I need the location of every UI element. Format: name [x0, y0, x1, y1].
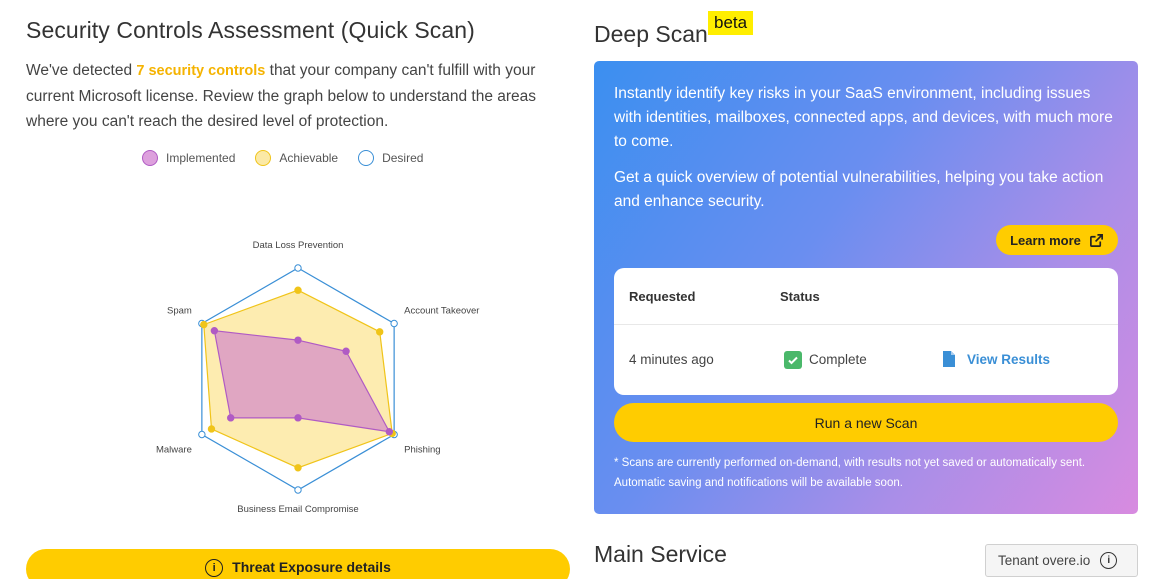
scan-table-header: Requested Status: [614, 268, 1118, 325]
threat-exposure-button[interactable]: i Threat Exposure details: [26, 549, 570, 579]
series-implemented-point: [227, 414, 235, 422]
run-new-scan-button[interactable]: Run a new Scan: [614, 403, 1118, 442]
deep-scan-title: Deep Scan: [594, 21, 708, 47]
series-implemented-point: [385, 428, 394, 436]
quick-scan-panel: Security Controls Assessment (Quick Scan…: [26, 0, 571, 579]
legend-desired-label: Desired: [382, 151, 424, 165]
main-service-title: Main Service: [594, 541, 727, 567]
legend-achievable-swatch: [255, 150, 272, 166]
legend-achievable-label: Achievable: [279, 151, 339, 165]
series-desired-point: [198, 430, 206, 439]
document-icon: [943, 351, 955, 367]
requested-time: 4 minutes ago: [629, 352, 714, 367]
view-results-link[interactable]: View Results: [967, 352, 1051, 367]
check-icon: [784, 351, 802, 369]
series-desired-point: [294, 486, 302, 494]
intro-highlight: 7 security controls: [136, 63, 266, 79]
legend-desired[interactable]: Desired: [358, 150, 423, 166]
legend-implemented-label: Implemented: [166, 151, 236, 165]
scan-footnote: * Scans are currently performed on-deman…: [614, 457, 1086, 489]
series-implemented-point: [294, 336, 302, 344]
series-achievable-point: [200, 320, 208, 329]
series-achievable-point: [376, 328, 384, 336]
legend-implemented[interactable]: Implemented: [142, 150, 235, 166]
deep-scan-panel: Deep Scan beta Instantly identify key ri…: [594, 0, 1138, 579]
axis-label: Data Loss Prevention: [253, 240, 344, 251]
legend-implemented-swatch: [142, 150, 158, 166]
deep-scan-card: Instantly identify key risks in your Saa…: [594, 61, 1138, 514]
series-desired-point: [390, 319, 398, 328]
status-value: Complete: [809, 352, 867, 367]
series-achievable-point: [207, 425, 216, 433]
intro-text-before: We've detected: [26, 62, 137, 79]
tenant-label: Tenant overe.io: [998, 553, 1091, 568]
legend-achievable[interactable]: Achievable: [255, 150, 338, 166]
scan-results-table: Requested Status 4 minutes ago Complete …: [614, 268, 1118, 395]
beta-badge: beta: [708, 11, 754, 35]
series-desired-point: [294, 264, 302, 272]
quick-scan-title: Security Controls Assessment (Quick Scan…: [26, 17, 475, 43]
series-implemented-point: [294, 414, 302, 422]
external-link-icon: [1089, 233, 1103, 247]
axis-label: Spam: [167, 306, 192, 317]
quick-scan-intro: We've detected 7 security controls that …: [26, 58, 571, 134]
axis-label: Business Email Compromise: [237, 504, 358, 515]
axis-label: Account Takeover: [404, 306, 479, 317]
learn-more-button[interactable]: Learn more: [996, 225, 1118, 255]
learn-more-label: Learn more: [1010, 232, 1081, 248]
axis-label: Malware: [156, 445, 192, 456]
chart-legend: Implemented Achievable Desired: [142, 150, 443, 166]
info-icon: i: [205, 559, 224, 577]
series-achievable-point: [294, 464, 302, 472]
series-implemented-point: [210, 327, 219, 335]
axis-label: Phishing: [404, 445, 440, 456]
info-icon[interactable]: i: [1100, 552, 1118, 569]
col-requested-header: Requested: [629, 289, 696, 304]
series-achievable-point: [294, 286, 302, 294]
tenant-selector[interactable]: Tenant overe.io i: [985, 544, 1138, 577]
intro-text-after: that your company can't fulfill with you…: [26, 62, 537, 130]
col-status-header: Status: [780, 289, 820, 304]
series-implemented-point: [342, 347, 350, 355]
deep-scan-description-1: Instantly identify key risks in your Saa…: [614, 85, 1113, 150]
threat-exposure-label: Threat Exposure details: [232, 559, 391, 575]
legend-desired-swatch: [358, 150, 375, 166]
deep-scan-description-2: Get a quick overview of potential vulner…: [614, 169, 1104, 210]
